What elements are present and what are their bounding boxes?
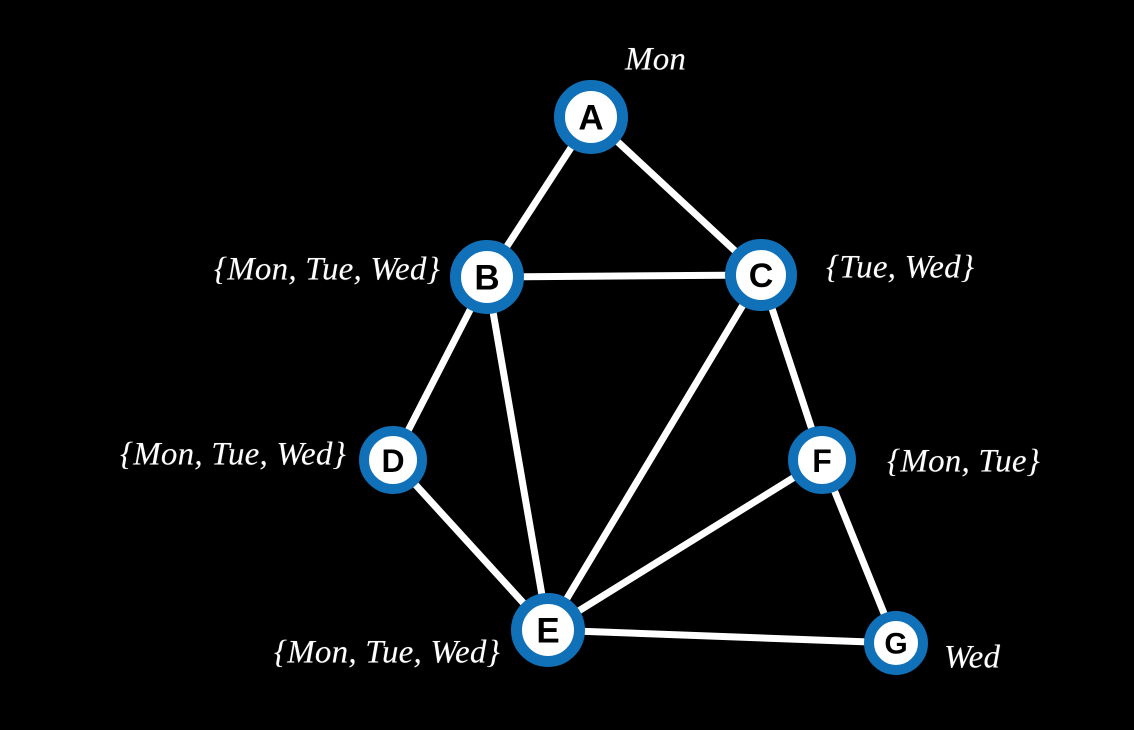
graph-edge-d-e (389, 456, 552, 634)
node-circle-f (788, 426, 856, 494)
graph-node-c[interactable]: C (725, 239, 797, 311)
node-layer: A B C D E F G (359, 80, 928, 675)
node-letter-b: B (474, 259, 499, 298)
graph-edge-b-c (483, 271, 765, 281)
graph-node-a[interactable]: A (554, 80, 628, 154)
domain-label-c: {Tue, Wed} (826, 249, 975, 286)
node-letter-e: E (536, 612, 559, 651)
graph-edge-c-e (544, 271, 765, 634)
graph-node-f[interactable]: F (788, 426, 856, 494)
domain-label-g: Wed (944, 639, 1001, 676)
node-letter-g: G (884, 628, 907, 661)
node-letter-d: D (381, 443, 404, 479)
graph-edge-e-f (544, 456, 826, 634)
node-circle-d (359, 426, 427, 494)
domain-label-e: {Mon, Tue, Wed} (273, 634, 500, 671)
node-circle-e (511, 593, 585, 667)
node-circle-c (725, 239, 797, 311)
graph-edge-b-e (483, 273, 552, 634)
node-letter-c: C (749, 257, 774, 295)
graph-node-g[interactable]: G (864, 611, 928, 675)
node-letter-a: A (578, 99, 603, 138)
graph-node-b[interactable]: B (450, 240, 524, 314)
edge-layer (389, 113, 900, 647)
node-circle-g (864, 611, 928, 675)
domain-label-a: Mon (625, 41, 687, 78)
domain-label-b: {Mon, Tue, Wed} (213, 251, 440, 288)
node-circle-a (554, 80, 628, 154)
node-letter-f: F (812, 443, 832, 479)
graph-edge-a-c (587, 113, 765, 279)
graph-edge-e-g (544, 626, 900, 647)
graph-node-e[interactable]: E (511, 593, 585, 667)
graph-node-d[interactable]: D (359, 426, 427, 494)
domain-label-f: {Mon, Tue} (887, 443, 1041, 480)
node-circle-b (450, 240, 524, 314)
domain-label-d: {Mon, Tue, Wed} (119, 436, 346, 473)
